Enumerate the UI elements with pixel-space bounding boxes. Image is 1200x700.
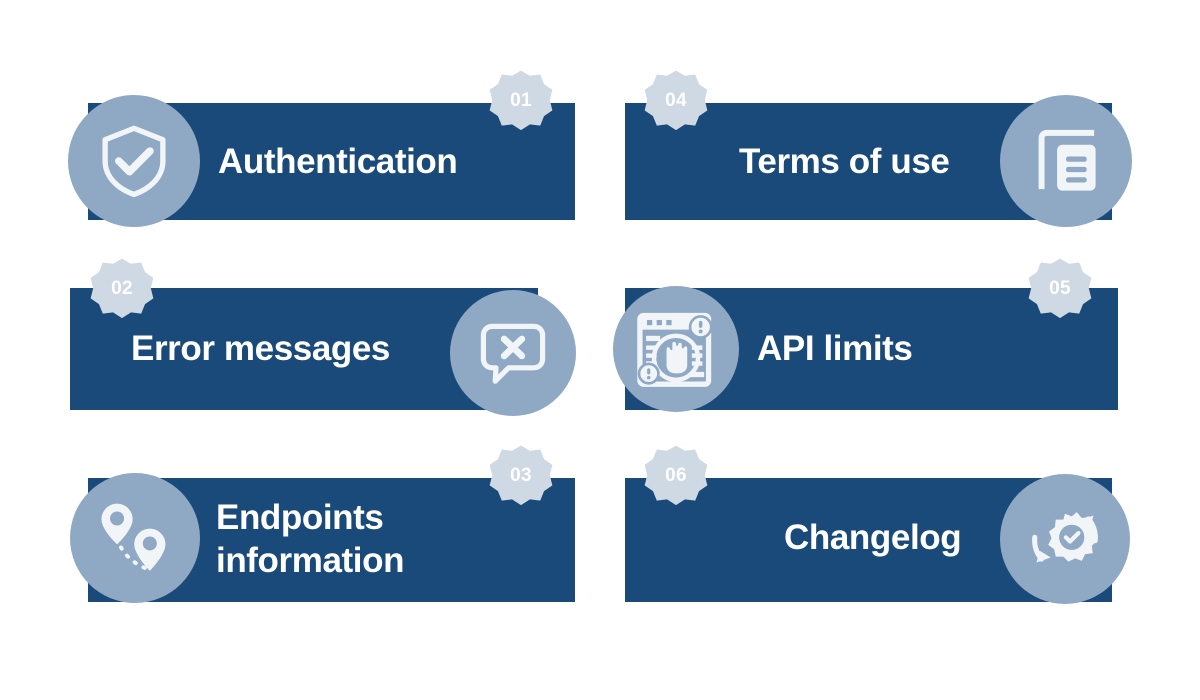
item-icon-circle bbox=[1000, 95, 1132, 227]
item-number-badge: 05 bbox=[1028, 258, 1092, 322]
map-route-pins-icon bbox=[96, 499, 174, 577]
item-icon-circle bbox=[613, 286, 739, 412]
item-label: Error messages bbox=[131, 329, 391, 368]
documents-copy-icon bbox=[1029, 124, 1103, 198]
item-icon-circle bbox=[68, 95, 200, 227]
item-number-label: 05 bbox=[1049, 278, 1071, 299]
item-number-label: 01 bbox=[510, 90, 532, 111]
item-number-badge: 06 bbox=[644, 445, 708, 509]
chat-bubble-error-icon bbox=[476, 316, 550, 390]
item-icon-circle bbox=[450, 290, 576, 416]
item-label: Terms of use bbox=[739, 142, 950, 181]
item-label: Changelog bbox=[784, 518, 962, 557]
item-label: Endpoints information bbox=[216, 498, 405, 580]
item-label: Authentication bbox=[218, 142, 458, 181]
browser-stop-hand-icon bbox=[632, 305, 720, 393]
item-number-badge: 04 bbox=[644, 70, 708, 134]
item-number-label: 03 bbox=[510, 465, 532, 486]
item-number-badge: 02 bbox=[90, 258, 154, 322]
item-icon-circle bbox=[1000, 474, 1130, 604]
shield-check-icon bbox=[96, 123, 172, 199]
item-number-label: 04 bbox=[665, 90, 687, 111]
item-icon-circle bbox=[70, 473, 200, 603]
item-number-label: 06 bbox=[665, 465, 687, 486]
item-label: API limits bbox=[757, 329, 913, 368]
item-number-badge: 03 bbox=[489, 445, 553, 509]
item-number-label: 02 bbox=[111, 278, 133, 299]
item-number-badge: 01 bbox=[489, 70, 553, 134]
